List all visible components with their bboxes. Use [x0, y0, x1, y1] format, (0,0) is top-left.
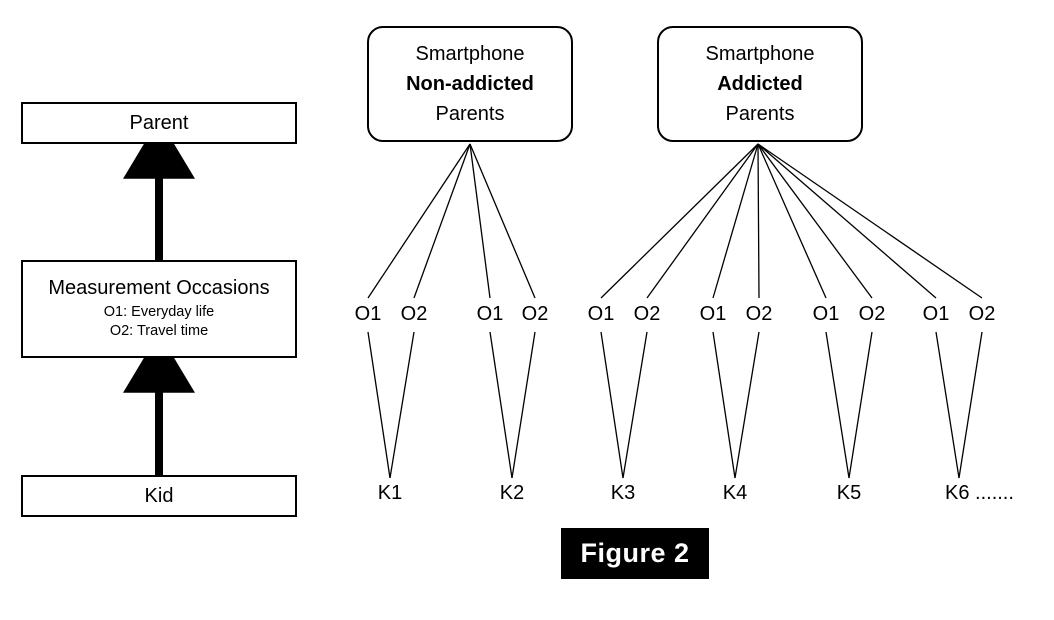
parent-level-label: Parent	[129, 111, 189, 134]
kid-node-k5: K5	[836, 482, 862, 504]
parent-level-box: Parent	[21, 102, 297, 144]
occasion-node-11: O1	[922, 303, 950, 325]
kid-node-k6: K6 .......	[945, 482, 1014, 504]
group-nonaddicted-line-2: Non-addicted	[406, 73, 534, 95]
fan-nonaddicted-parents	[367, 143, 536, 299]
group-addicted-line-2: Addicted	[717, 73, 803, 95]
v-connector-k6	[935, 331, 983, 479]
group-box-non-addicted-parents: Smartphone Non-addicted Parents	[367, 26, 573, 142]
group-addicted-line-1: Smartphone	[705, 43, 815, 65]
kid-node-k2: K2	[499, 482, 525, 504]
v-connector-k5	[825, 331, 873, 479]
occasion-node-12: O2	[968, 303, 996, 325]
v-connector-k4	[712, 331, 760, 479]
group-addicted-line-3: Parents	[725, 103, 795, 125]
occasion-node-9: O1	[812, 303, 840, 325]
measurement-occasion-1-label: O1: Everyday life	[103, 303, 215, 320]
measurement-occasions-level-box: Measurement Occasions O1: Everyday life …	[21, 260, 297, 358]
fan-addicted-parents	[600, 143, 983, 299]
v-connector-k1	[367, 331, 415, 479]
group-nonaddicted-line-1: Smartphone	[415, 43, 525, 65]
measurement-occasions-title: Measurement Occasions	[48, 277, 270, 300]
occasion-node-5: O1	[587, 303, 615, 325]
occasion-node-2: O2	[400, 303, 428, 325]
measurement-occasion-2-label: O2: Travel time	[109, 322, 209, 339]
figure-caption: Figure 2	[561, 528, 709, 579]
v-connector-k3	[600, 331, 648, 479]
occasion-node-7: O1	[699, 303, 727, 325]
occasion-node-1: O1	[354, 303, 382, 325]
kid-level-label: Kid	[144, 484, 174, 507]
connectors-occasions-to-kids	[367, 331, 983, 479]
kid-level-box: Kid	[21, 475, 297, 517]
v-connector-k2	[489, 331, 536, 479]
occasion-node-10: O2	[858, 303, 886, 325]
group-nonaddicted-line-3: Parents	[435, 103, 505, 125]
occasion-node-4: O2	[521, 303, 549, 325]
occasion-node-8: O2	[745, 303, 773, 325]
occasion-node-6: O2	[633, 303, 661, 325]
group-box-addicted-parents: Smartphone Addicted Parents	[657, 26, 863, 142]
kid-node-k4: K4	[722, 482, 748, 504]
occasion-node-3: O1	[476, 303, 504, 325]
kid-node-k3: K3	[610, 482, 636, 504]
kid-node-k1: K1	[377, 482, 403, 504]
